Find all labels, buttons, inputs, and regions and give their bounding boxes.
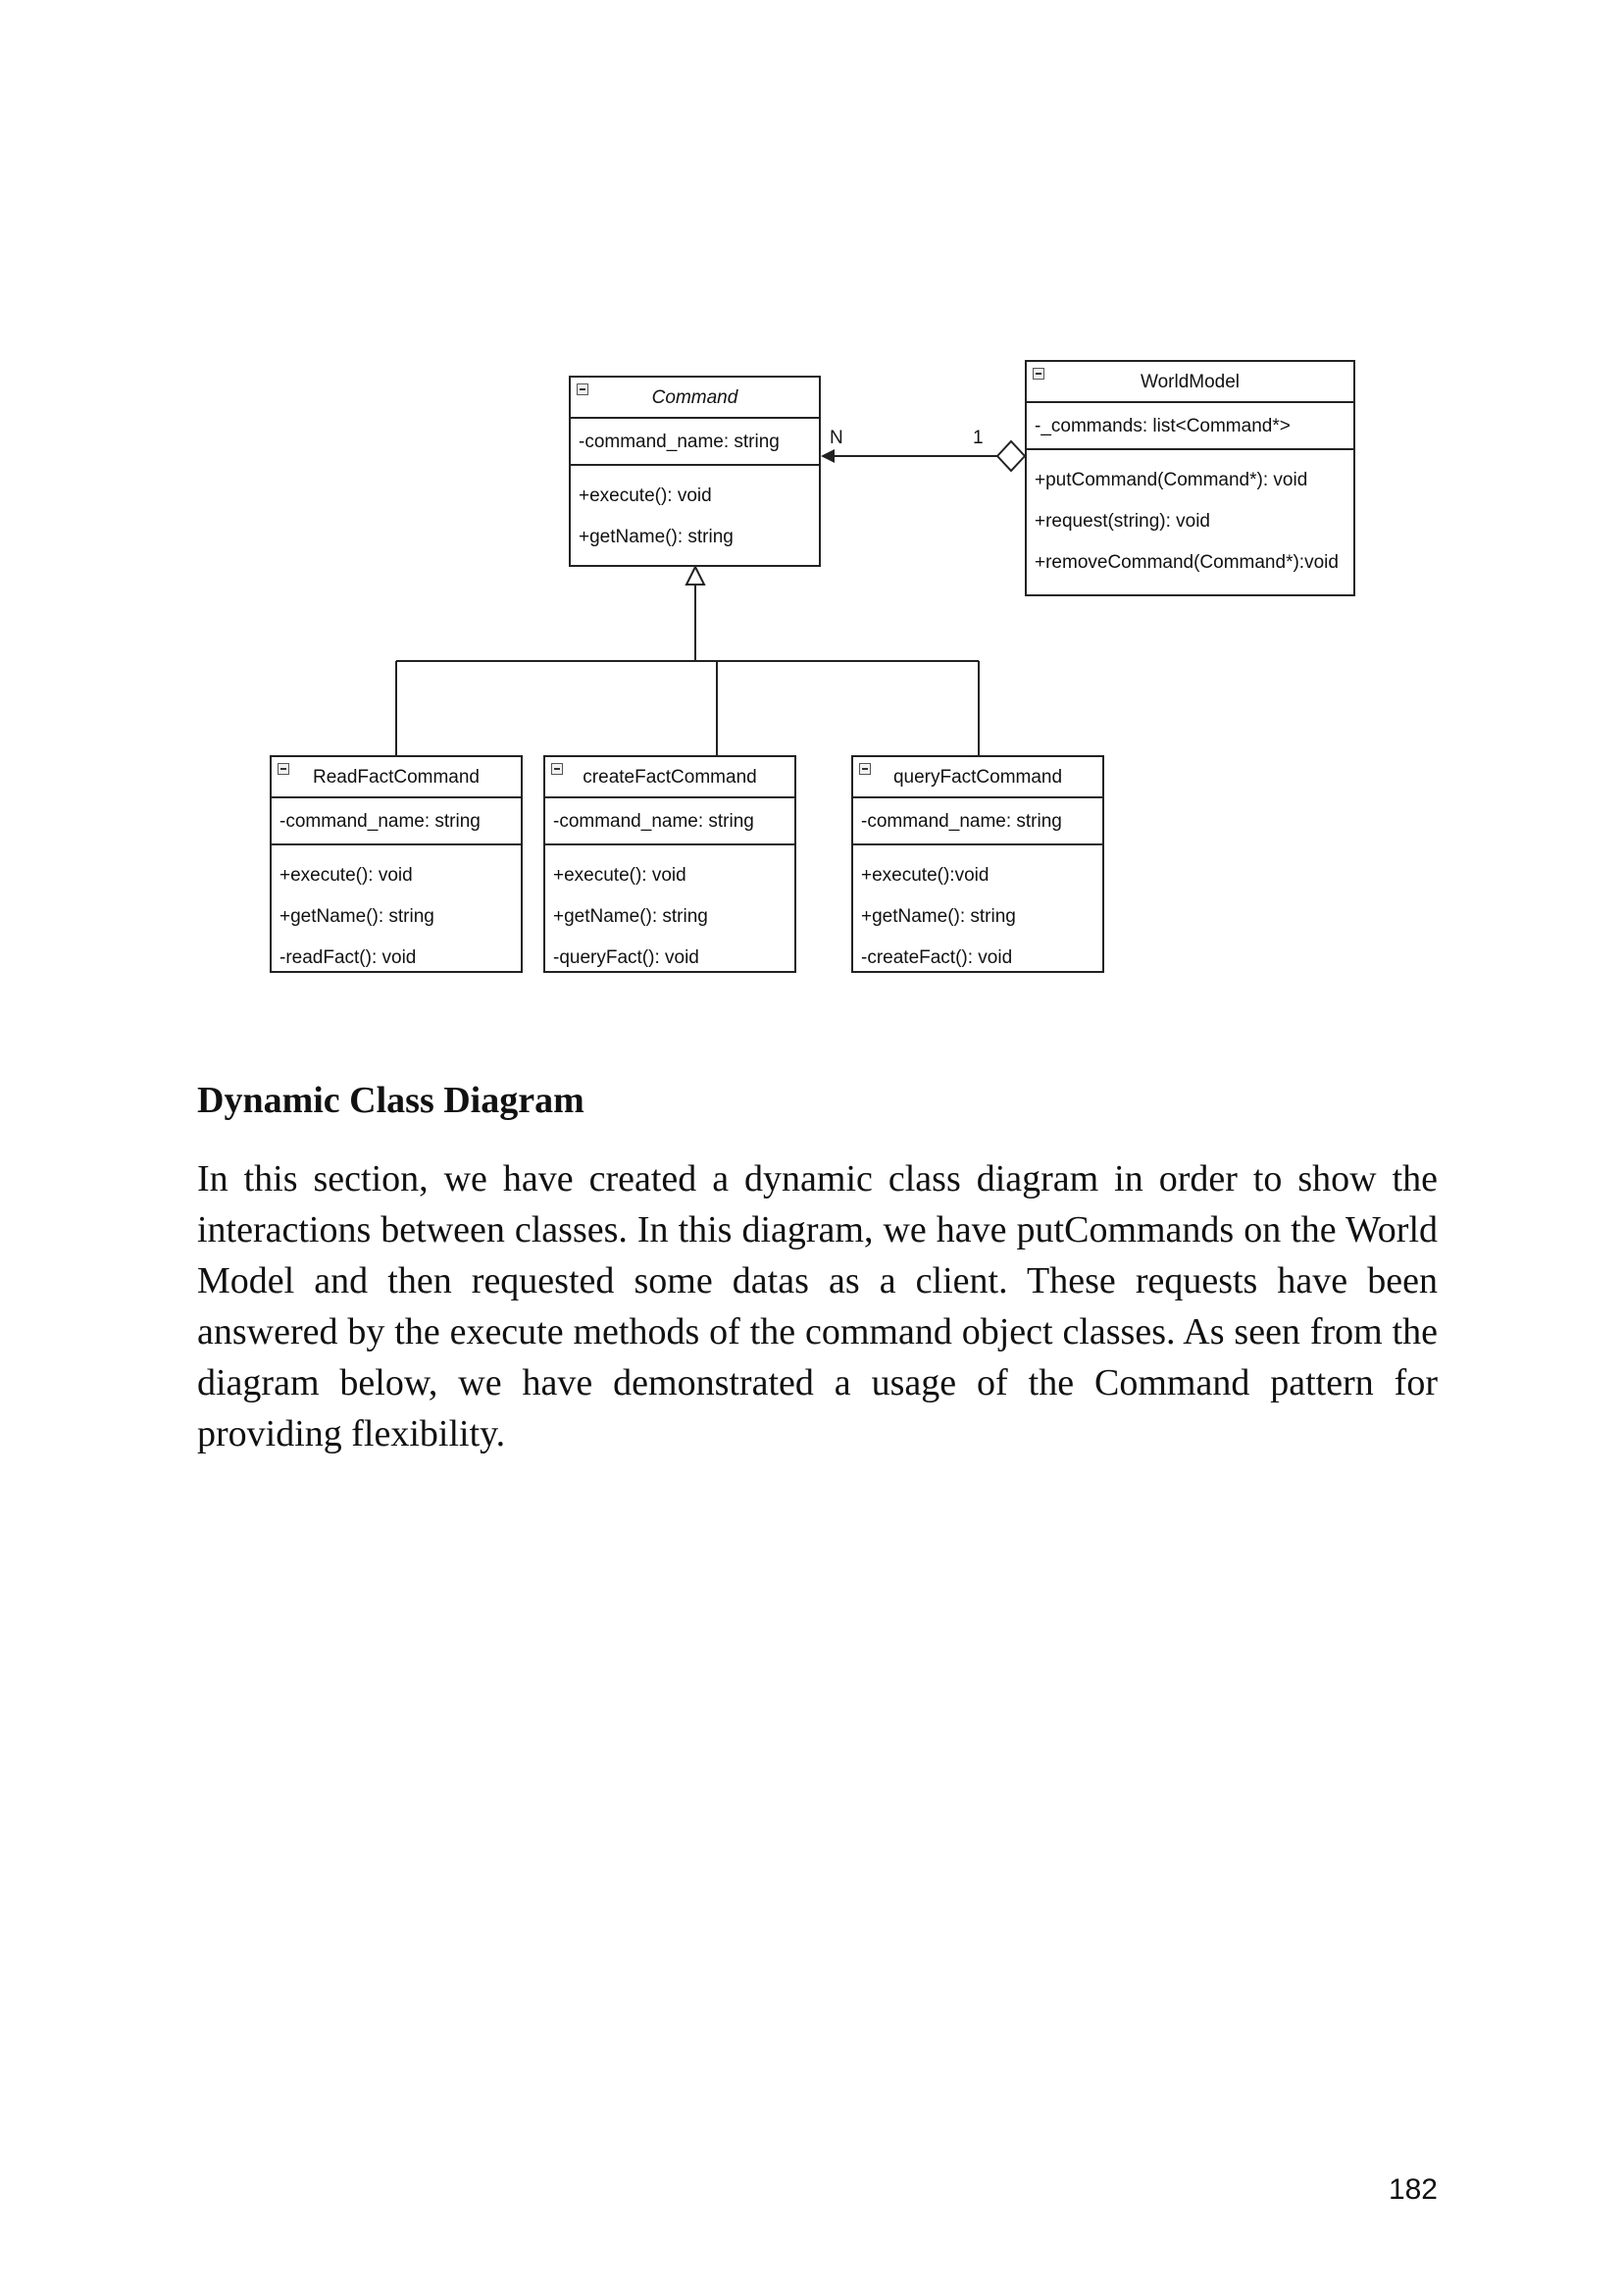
- class-name: Command: [651, 387, 738, 408]
- attribute: -command_name: string: [279, 811, 481, 832]
- attribute: -command_name: string: [861, 811, 1062, 832]
- class-name: queryFactCommand: [892, 767, 1063, 788]
- class-name: createFactCommand: [583, 767, 757, 788]
- class-header: WorldModel: [1027, 362, 1353, 403]
- collapse-icon[interactable]: [859, 763, 871, 775]
- operation: +execute(): void: [579, 485, 712, 506]
- operation: +request(string): void: [1035, 511, 1210, 532]
- section-heading: Dynamic Class Diagram: [197, 1080, 584, 1121]
- operation: +getName(): string: [861, 906, 1016, 927]
- operation-section: +execute(): void +getName(): string: [571, 466, 819, 558]
- generalization-triangle: [685, 564, 706, 586]
- class-header: createFactCommand: [545, 757, 794, 798]
- operation: +execute(): void: [279, 865, 413, 886]
- operation: -queryFact(): void: [553, 947, 699, 968]
- collapse-icon[interactable]: [1033, 368, 1044, 380]
- operation: +getName(): string: [553, 906, 708, 927]
- collapse-icon[interactable]: [278, 763, 289, 775]
- attribute-section: -command_name: string: [571, 419, 819, 466]
- class-header: queryFactCommand: [853, 757, 1102, 798]
- class-queryfactcommand[interactable]: queryFactCommand -command_name: string +…: [851, 755, 1104, 973]
- operation-section: +putCommand(Command*): void +request(str…: [1027, 450, 1353, 584]
- attribute: -command_name: string: [579, 432, 780, 452]
- collapse-icon[interactable]: [551, 763, 563, 775]
- operation: +removeCommand(Command*):void: [1035, 552, 1339, 573]
- class-header: Command: [571, 378, 819, 419]
- attribute-section: -command_name: string: [545, 798, 794, 845]
- operation-section: +execute(): void +getName(): string -que…: [545, 845, 794, 979]
- operation: +getName(): string: [279, 906, 434, 927]
- class-command[interactable]: Command -command_name: string +execute()…: [569, 376, 821, 567]
- operation: +putCommand(Command*): void: [1035, 470, 1308, 490]
- aggregation-diamond: [995, 439, 1027, 473]
- class-name: ReadFactCommand: [312, 767, 481, 788]
- attribute: -command_name: string: [553, 811, 754, 832]
- attribute-section: -_commands: list<Command*>: [1027, 403, 1353, 450]
- operation-section: +execute(): void +getName(): string -rea…: [272, 845, 521, 979]
- multiplicity-n: N: [830, 428, 843, 448]
- operation: +execute(): void: [553, 865, 686, 886]
- attribute-section: -command_name: string: [853, 798, 1102, 845]
- operation-section: +execute():void +getName(): string -crea…: [853, 845, 1102, 979]
- uml-class-diagram: N 1 Command -command_name: string +execu…: [0, 0, 1624, 1000]
- operation: -createFact(): void: [861, 947, 1013, 968]
- attribute: -_commands: list<Command*>: [1035, 416, 1291, 436]
- class-name: WorldModel: [1140, 372, 1241, 392]
- navigability-arrowhead: [821, 449, 835, 463]
- operation: -readFact(): void: [279, 947, 417, 968]
- collapse-icon[interactable]: [577, 383, 588, 395]
- multiplicity-1: 1: [973, 428, 984, 448]
- attribute-section: -command_name: string: [272, 798, 521, 845]
- section-paragraph: In this section, we have created a dynam…: [197, 1158, 1438, 1454]
- operation: +getName(): string: [579, 527, 734, 547]
- class-worldmodel[interactable]: WorldModel -_commands: list<Command*> +p…: [1025, 360, 1355, 596]
- class-readfactcommand[interactable]: ReadFactCommand -command_name: string +e…: [270, 755, 523, 973]
- class-createfactcommand[interactable]: createFactCommand -command_name: string …: [543, 755, 796, 973]
- operation: +execute():void: [861, 865, 990, 886]
- page-number: 182: [1388, 2173, 1438, 2206]
- class-header: ReadFactCommand: [272, 757, 521, 798]
